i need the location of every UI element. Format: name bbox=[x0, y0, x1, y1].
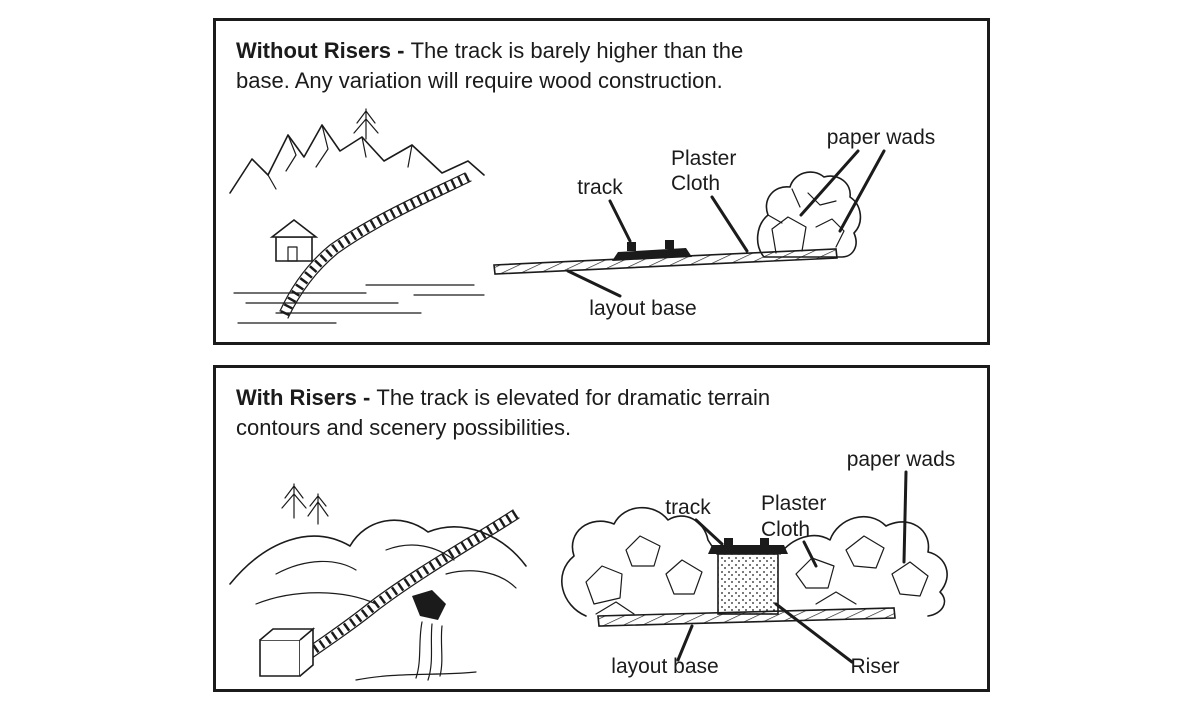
layout-base-label: layout base bbox=[589, 297, 696, 320]
riser-block bbox=[717, 552, 779, 615]
riser-label: Riser bbox=[850, 655, 899, 678]
waterfall-lines bbox=[415, 621, 443, 681]
layout-base-board bbox=[597, 606, 896, 627]
riser-pointer-line bbox=[774, 602, 854, 664]
plaster-cloth-pointer-line bbox=[802, 540, 818, 568]
paper-wads-pointer-line bbox=[902, 470, 908, 564]
plaster-cloth-pointer-line bbox=[710, 195, 749, 253]
panel-without-risers: Without Risers - The track is barely hig… bbox=[213, 18, 990, 345]
paper-wads-pointer-line-1 bbox=[799, 149, 860, 217]
pine-trees-icon bbox=[281, 483, 329, 525]
without-risers-diagram: track Plaster Cloth paper wads layout ba… bbox=[229, 108, 936, 324]
panel-with-heading: With Risers - The track is elevated for … bbox=[216, 368, 987, 444]
plaster-cloth-label-line2: Cloth bbox=[761, 518, 810, 541]
panel-without-heading: Without Risers - The track is barely hig… bbox=[216, 21, 987, 97]
panel-without-title-line2: base. Any variation will require wood co… bbox=[236, 68, 723, 94]
rock-outcrop bbox=[412, 589, 446, 620]
plaster-cloth-label-line1: Plaster bbox=[671, 147, 736, 170]
track-profile bbox=[612, 239, 692, 261]
riser-blocks-icon bbox=[259, 626, 316, 677]
track-label: track bbox=[665, 496, 711, 519]
panel-with-title-line2: contours and scenery possibilities. bbox=[236, 415, 572, 441]
panel-without-title-rest: The track is barely higher than the bbox=[410, 38, 744, 63]
track-label: track bbox=[577, 176, 623, 199]
paper-wads-label: paper wads bbox=[847, 448, 956, 471]
layout-base-label: layout base bbox=[611, 655, 718, 678]
panel-with-risers: With Risers - The track is elevated for … bbox=[213, 365, 990, 692]
riser-cross-section bbox=[561, 506, 948, 627]
layout-base-pointer-line bbox=[676, 624, 694, 662]
panel-with-title-bold: With Risers - bbox=[236, 385, 377, 410]
panel-with-title-rest: The track is elevated for dramatic terra… bbox=[376, 385, 771, 410]
house-icon bbox=[269, 218, 319, 262]
paper-wads-mound bbox=[756, 170, 862, 258]
paper-wads-pointer-line-2 bbox=[838, 149, 886, 233]
plaster-cloth-label-line1: Plaster bbox=[761, 492, 826, 515]
layout-base-board bbox=[493, 247, 838, 275]
track-pointer-line bbox=[608, 199, 632, 243]
layout-base-pointer-line bbox=[566, 269, 622, 298]
plaster-cloth-label-line2: Cloth bbox=[671, 172, 720, 195]
track-profile bbox=[708, 537, 788, 554]
panel-without-title-bold: Without Risers - bbox=[236, 38, 411, 63]
paper-wads-label: paper wads bbox=[827, 126, 936, 149]
flat-base-cross-section bbox=[493, 170, 862, 275]
track-pointer-line bbox=[694, 518, 724, 546]
pine-tree-icon bbox=[353, 108, 379, 140]
mountain-scene-illustration bbox=[229, 108, 485, 324]
elevated-track-scene-illustration bbox=[229, 483, 527, 681]
terrain-outline bbox=[561, 506, 948, 617]
with-risers-diagram: track Plaster Cloth paper wads layout ba… bbox=[229, 448, 956, 681]
